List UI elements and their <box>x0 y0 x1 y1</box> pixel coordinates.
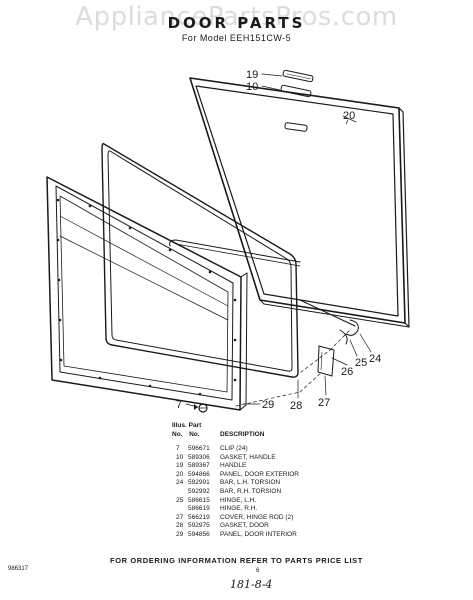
callout-28: 28 <box>290 400 302 412</box>
legend-part-number: 589367 <box>188 462 210 470</box>
legend-description: BAR, R.H. TORSION <box>220 487 282 495</box>
legend-illus-number: 20 <box>176 470 184 478</box>
legend-description: GASKET, HANDLE <box>220 453 276 461</box>
leader-lines <box>185 119 372 410</box>
legend-part-number: 566219 <box>188 513 210 521</box>
legend-description: PANEL, DOOR EXTERIOR <box>220 470 299 478</box>
callout-25: 25 <box>355 357 367 369</box>
torsion-bar-and-hinge <box>169 239 359 345</box>
legend-part-number: 594866 <box>188 470 210 478</box>
callout-27: 27 <box>318 397 330 409</box>
legend-description: HINGE, R.H. <box>220 505 258 513</box>
legend-description: GASKET, DOOR <box>220 522 269 530</box>
watermark: AppliancePartsPros.com <box>75 2 398 32</box>
callout-29: 29 <box>262 399 274 411</box>
page-title: DOOR PARTS <box>167 14 306 32</box>
legend-part-number: 592992 <box>188 487 210 495</box>
legend-description: CLIP (24) <box>220 445 248 452</box>
legend-illus-number: 27 <box>176 513 184 521</box>
legend-part-number: 586615 <box>188 496 210 504</box>
legend-header-line1: Illus. Part <box>172 422 202 429</box>
legend-part-number: 596671 <box>188 445 210 452</box>
legend-description: PANEL, DOOR INTERIOR <box>220 530 297 538</box>
legend-header-line2: No. No. <box>172 431 200 440</box>
legend-header-description: DESCRIPTION <box>220 431 265 438</box>
legend-illus-number: 29 <box>176 530 184 538</box>
legend-description: BAR, L.H. TORSION <box>220 479 281 487</box>
assembly-lines <box>235 329 351 407</box>
legend-header-no-illus: No. <box>172 431 183 438</box>
legend-description: HINGE, L.H. <box>220 496 257 504</box>
ordering-footer: FOR ORDERING INFORMATION REFER TO PARTS … <box>110 556 363 565</box>
callout-7: 7 <box>176 399 182 411</box>
legend-illus-number: 7 <box>176 445 180 452</box>
handwritten-note: 181-8-4 <box>230 578 273 591</box>
page-number: 6 <box>256 568 260 574</box>
legend-illus-number: 10 <box>176 453 184 461</box>
legend-part-number: 589306 <box>188 453 210 461</box>
legend-illus-number: 24 <box>176 479 184 487</box>
legend-header-no-part: No. <box>189 431 200 438</box>
door-exterior-panel <box>189 77 410 328</box>
callout-20: 20 <box>343 110 355 122</box>
callout-26: 26 <box>341 366 353 378</box>
model-subtitle: For Model EEH151CW-5 <box>181 33 292 43</box>
legend-part-number: 586619 <box>188 505 210 513</box>
legend-illus-number: 25 <box>176 496 184 504</box>
legend-part-number: 594856 <box>188 530 210 538</box>
legend-description: COVER, HINGE ROD (2) <box>220 513 294 521</box>
handle-and-gasket <box>261 69 314 98</box>
legend-illus-number: 28 <box>176 522 184 530</box>
door-interior-panel <box>46 176 248 411</box>
screw-holes <box>56 198 237 396</box>
legend-part-number: 592991 <box>188 479 210 487</box>
callout-19: 19 <box>246 69 258 81</box>
clip-screw <box>198 403 208 413</box>
hinge-rod-cover <box>317 345 335 377</box>
door-gasket <box>101 142 299 378</box>
document-code: 986317 <box>8 566 29 572</box>
legend-part-number: 592975 <box>188 522 210 530</box>
callout-10: 10 <box>246 81 258 93</box>
exploded-door-diagram: 19 10 20 24 25 26 27 28 29 7 <box>46 69 410 413</box>
callout-24: 24 <box>369 353 381 365</box>
legend-illus-number: 19 <box>176 462 184 470</box>
legend-description: HANDLE <box>220 462 247 470</box>
